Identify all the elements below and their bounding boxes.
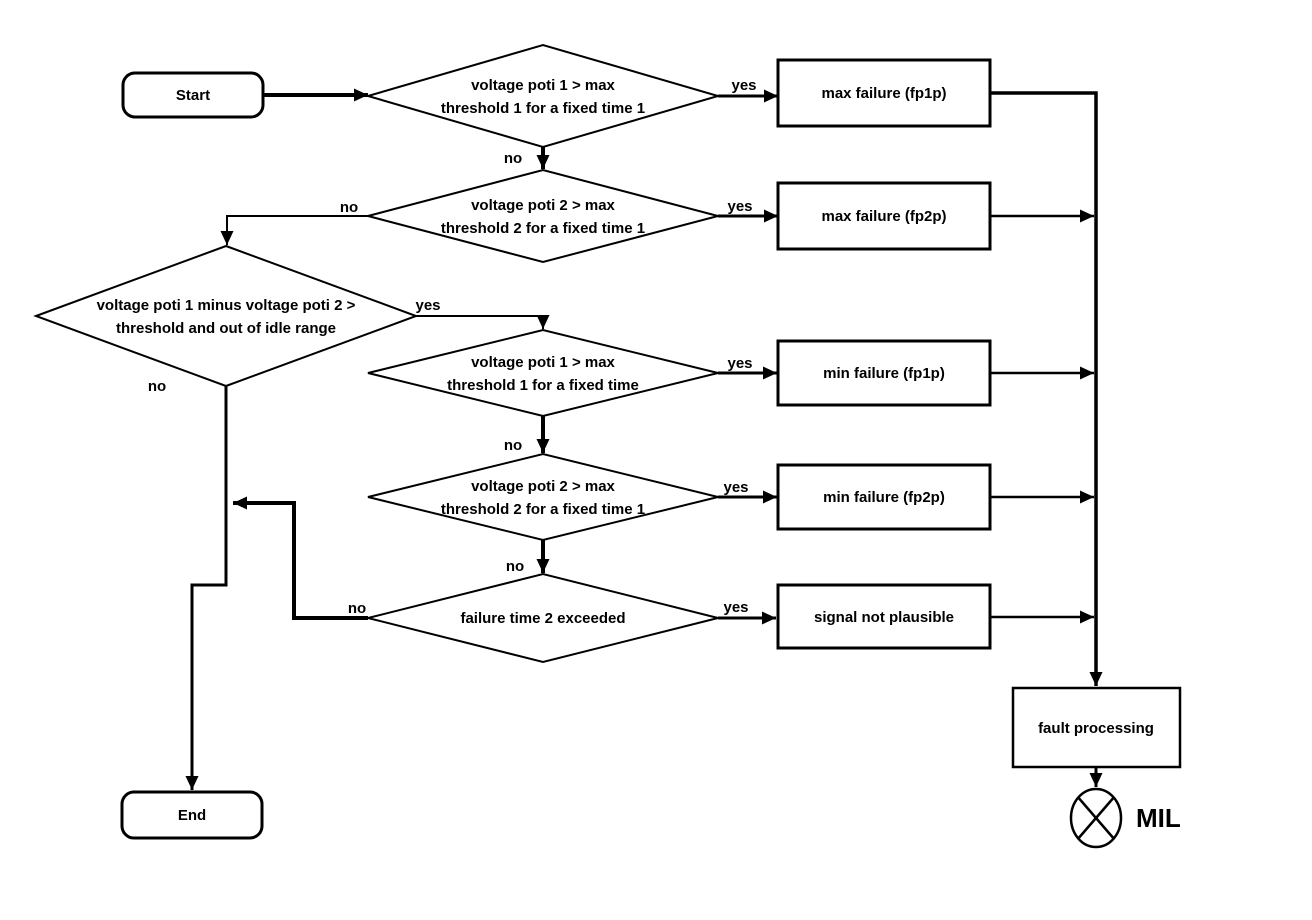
mil-lamp-icon	[1069, 787, 1123, 849]
process-max-failure-fp1p	[776, 58, 992, 128]
mil-label: MIL	[1136, 803, 1181, 833]
decision-poti1-max-line2: threshold 1 for a fixed time 1	[441, 100, 645, 117]
edge-plausibility-no-to-end	[185, 386, 228, 790]
label-no-poti1-min: no	[504, 437, 522, 454]
label-yes-poti1-max: yes	[731, 77, 756, 94]
label-no-poti1-max: no	[504, 150, 522, 167]
process-fault-processing	[1011, 686, 1182, 769]
process-max-failure-fp2p	[776, 181, 992, 251]
decision-plausibility-line1: voltage poti 1 minus voltage poti 2 >	[97, 297, 356, 314]
label-no-poti2-max: no	[340, 199, 358, 216]
decision-failure-time	[367, 572, 719, 664]
process-min-failure-fp2p-label: min failure (fp2p)	[823, 489, 945, 506]
end-label: End	[178, 807, 206, 824]
process-signal-not-plausible	[776, 583, 992, 650]
label-yes-poti2-max: yes	[727, 198, 752, 215]
label-yes-poti2-min: yes	[723, 479, 748, 496]
label-yes-plausibility: yes	[415, 297, 440, 314]
process-max-failure-fp2p-label: max failure (fp2p)	[821, 208, 946, 225]
label-yes-failure-time: yes	[723, 599, 748, 616]
edge-failure-time-no-feedback	[233, 496, 368, 620]
edge-labels: yes no yes no yes no yes no yes no yes n…	[148, 77, 757, 617]
decision-failure-time-line1: failure time 2 exceeded	[460, 610, 625, 627]
decision-poti2-max	[364, 168, 722, 264]
label-no-poti2-min: no	[506, 558, 524, 575]
decision-poti1-max	[364, 43, 722, 149]
label-yes-poti1-min: yes	[727, 355, 752, 372]
process-signal-not-plausible-label: signal not plausible	[814, 609, 954, 626]
edge-poti2-max-no	[220, 215, 368, 245]
decision-poti1-min-line2: threshold 1 for a fixed time	[447, 377, 639, 394]
process-min-failure-fp1p-label: min failure (fp1p)	[823, 365, 945, 382]
decision-poti2-max-line2: threshold 2 for a fixed time 1	[441, 220, 645, 237]
decision-poti1-max-line1: voltage poti 1 > max	[471, 77, 615, 94]
edge-plausibility-yes	[416, 315, 550, 329]
process-min-failure-fp2p	[776, 463, 992, 531]
decision-poti1-min	[367, 328, 719, 418]
label-no-failure-time: no	[348, 600, 366, 617]
decision-poti2-min-line2: threshold 2 for a fixed time 1	[441, 501, 645, 518]
label-no-plausibility: no	[148, 378, 166, 395]
edge-trunk-to-fault-processing	[990, 91, 1103, 686]
edges	[185, 88, 1103, 790]
process-fault-processing-label: fault processing	[1038, 720, 1154, 737]
decision-plausibility-line2: threshold and out of idle range	[116, 320, 336, 337]
decision-poti2-min	[367, 452, 719, 542]
decision-poti2-min-line1: voltage poti 2 > max	[471, 478, 615, 495]
process-min-failure-fp1p	[776, 339, 992, 407]
process-max-failure-fp1p-label: max failure (fp1p)	[821, 85, 946, 102]
nodes: Start voltage poti 1 > max threshold 1 f…	[33, 43, 1182, 849]
start-label: Start	[176, 87, 210, 104]
start-node	[121, 71, 265, 119]
decision-poti2-max-line1: voltage poti 2 > max	[471, 197, 615, 214]
decision-plausibility	[33, 244, 419, 388]
decision-poti1-min-line1: voltage poti 1 > max	[471, 354, 615, 371]
end-node	[120, 790, 264, 840]
